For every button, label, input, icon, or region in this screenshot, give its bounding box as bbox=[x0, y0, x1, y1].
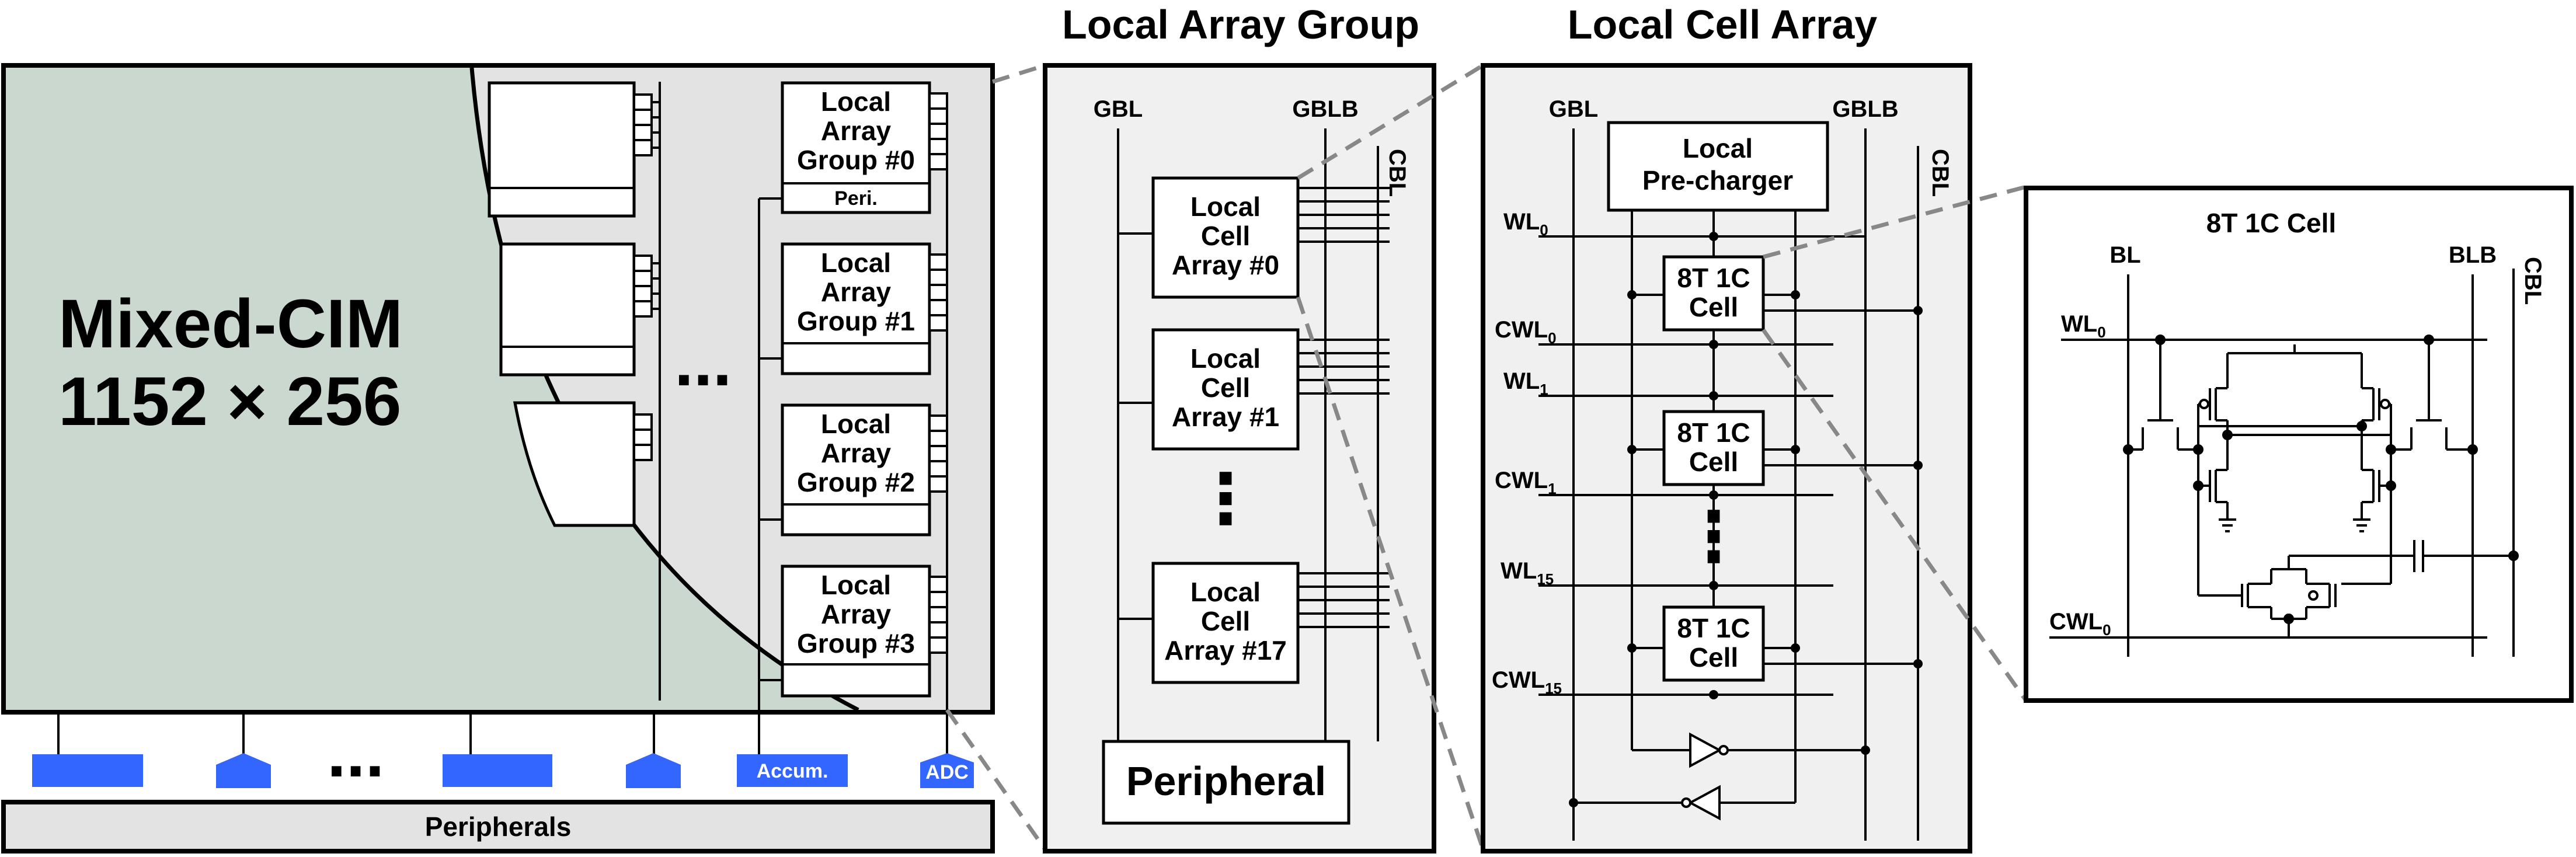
local-cell-array-title: Local Cell Array bbox=[1568, 2, 1877, 47]
blue-block-wide-2 bbox=[443, 754, 552, 787]
svg-text:CWL0: CWL0 bbox=[1495, 317, 1557, 347]
mixed-cim-curved-region bbox=[6, 68, 858, 710]
local-array-group-1: Local Array Group #1 bbox=[781, 242, 931, 375]
svg-text:Cell: Cell bbox=[1201, 221, 1250, 251]
blue-block-pentagon-2 bbox=[626, 753, 681, 788]
svg-text:Local: Local bbox=[821, 86, 891, 117]
svg-text:Pre-charger: Pre-charger bbox=[1642, 165, 1793, 196]
svg-text:Local: Local bbox=[821, 248, 891, 278]
mixed-cim-title-1: Mixed-CIM bbox=[58, 285, 403, 363]
lag-gbl-label: GBL bbox=[1094, 96, 1143, 122]
svg-text:Array: Array bbox=[821, 599, 892, 629]
svg-text:8T 1C: 8T 1C bbox=[1677, 417, 1750, 448]
svg-text:Cell: Cell bbox=[1689, 292, 1738, 322]
drop-lines bbox=[57, 711, 948, 754]
accum-block bbox=[737, 754, 848, 787]
lca-gbl-label: GBL bbox=[1549, 96, 1598, 122]
svg-text:Array: Array bbox=[821, 277, 892, 307]
blue-block-pentagon-1 bbox=[216, 753, 271, 788]
local-array-group-3: Local Array Group #3 bbox=[781, 565, 931, 698]
lag-cbl-label: CBL bbox=[1384, 149, 1410, 197]
accum-label: Accum. bbox=[757, 760, 829, 782]
lca-dots bbox=[1569, 232, 1923, 807]
cell-cwl-label: CWL0 bbox=[2049, 609, 2111, 639]
lag-gblb-label: GBLB bbox=[1292, 96, 1358, 122]
zoom-lines-3 bbox=[1762, 184, 2028, 702]
buffer-inverters bbox=[1681, 732, 1729, 821]
lag-vdots: ⋮ bbox=[1191, 461, 1260, 538]
svg-text:Local: Local bbox=[1190, 343, 1261, 374]
svg-text:8T 1C: 8T 1C bbox=[1677, 613, 1750, 643]
cell-blb-label: BLB bbox=[2449, 242, 2497, 268]
peripherals-bar bbox=[1, 800, 995, 853]
adc-block bbox=[920, 753, 974, 788]
lca-cbl-label: CBL bbox=[1927, 149, 1953, 197]
local-array-group-panel: Local Array Group GBL GBLB CBL Local Cel… bbox=[1043, 2, 1436, 853]
zoom-lines-1 bbox=[945, 63, 1047, 851]
svg-text:Local: Local bbox=[1190, 191, 1261, 222]
blue-block-wide-1 bbox=[32, 754, 143, 787]
peripherals-label: Peripherals bbox=[425, 811, 572, 842]
svg-text:Array: Array bbox=[821, 116, 892, 146]
partial-blocks bbox=[488, 81, 661, 701]
cell-cbl-label: CBL bbox=[2520, 257, 2546, 305]
svg-text:Local: Local bbox=[1190, 577, 1261, 607]
pmos-bubbles bbox=[2199, 399, 2390, 601]
svg-text:Local: Local bbox=[1683, 133, 1753, 163]
lca-box-0: Local Cell Array #0 bbox=[1151, 176, 1300, 299]
svg-text:Group #0: Group #0 bbox=[797, 145, 915, 175]
cell-box-0: 8T 1C Cell bbox=[1662, 255, 1765, 332]
cell-dots bbox=[2123, 335, 2519, 624]
lag-peripheral-box: Peripheral bbox=[1102, 740, 1350, 825]
cell-8t1c-title: 8T 1C Cell bbox=[2206, 208, 2336, 238]
lca-box-1: Local Cell Array #1 bbox=[1151, 328, 1300, 451]
cell-8t1c-frame bbox=[2024, 186, 2574, 703]
svg-text:Cell: Cell bbox=[1689, 642, 1738, 673]
lca-vdots: ⋮ bbox=[1679, 499, 1748, 576]
lca-box-17: Local Cell Array #17 bbox=[1151, 562, 1300, 684]
adc-label: ADC bbox=[925, 761, 969, 783]
cell-8t1c-panel: 8T 1C Cell BL BLB CBL WL0 CWL0 bbox=[2024, 186, 2574, 703]
bottom-ellipsis: ... bbox=[327, 715, 384, 792]
lca-gblb-label: GBLB bbox=[1832, 96, 1898, 122]
svg-text:Local: Local bbox=[821, 570, 891, 600]
svg-text:Cell: Cell bbox=[1201, 372, 1250, 403]
svg-text:Peripheral: Peripheral bbox=[1126, 758, 1326, 804]
zoom-lines-2 bbox=[1296, 64, 1485, 851]
group-bus bbox=[758, 161, 948, 710]
svg-text:Array #0: Array #0 bbox=[1172, 250, 1279, 280]
svg-text:Peri.: Peri. bbox=[834, 187, 878, 210]
mixed-cim-panel: Mixed-CIM 1152 × 256 ... Loca bbox=[1, 63, 995, 853]
svg-text:Group #1: Group #1 bbox=[797, 306, 915, 336]
cell-box-15: 8T 1C Cell bbox=[1662, 605, 1765, 682]
mixed-cim-ellipsis: ... bbox=[674, 323, 732, 400]
svg-text:Cell: Cell bbox=[1201, 606, 1250, 636]
local-array-group-2: Local Array Group #2 bbox=[781, 403, 931, 537]
cell-bl-label: BL bbox=[2109, 242, 2140, 268]
svg-text:Group #3: Group #3 bbox=[797, 628, 915, 659]
svg-text:Group #2: Group #2 bbox=[797, 467, 915, 497]
local-array-group-0: Local Array Group #0 Peri. bbox=[781, 81, 931, 214]
mixed-cim-title-2: 1152 × 256 bbox=[58, 363, 401, 440]
svg-text:8T 1C: 8T 1C bbox=[1677, 263, 1750, 293]
svg-text:Array #1: Array #1 bbox=[1172, 402, 1279, 432]
svg-text:Local: Local bbox=[821, 409, 891, 439]
cell-box-1: 8T 1C Cell bbox=[1662, 410, 1765, 486]
svg-text:Array #17: Array #17 bbox=[1164, 635, 1287, 666]
svg-text:CWL1: CWL1 bbox=[1495, 468, 1557, 497]
local-cell-array-panel: Local Cell Array GBL GBLB CBL bbox=[1481, 2, 1972, 853]
svg-text:Array: Array bbox=[821, 438, 892, 468]
local-precharger-box: Local Pre-charger bbox=[1607, 121, 1829, 212]
svg-text:Cell: Cell bbox=[1689, 447, 1738, 477]
local-array-group-title: Local Array Group bbox=[1062, 2, 1419, 47]
